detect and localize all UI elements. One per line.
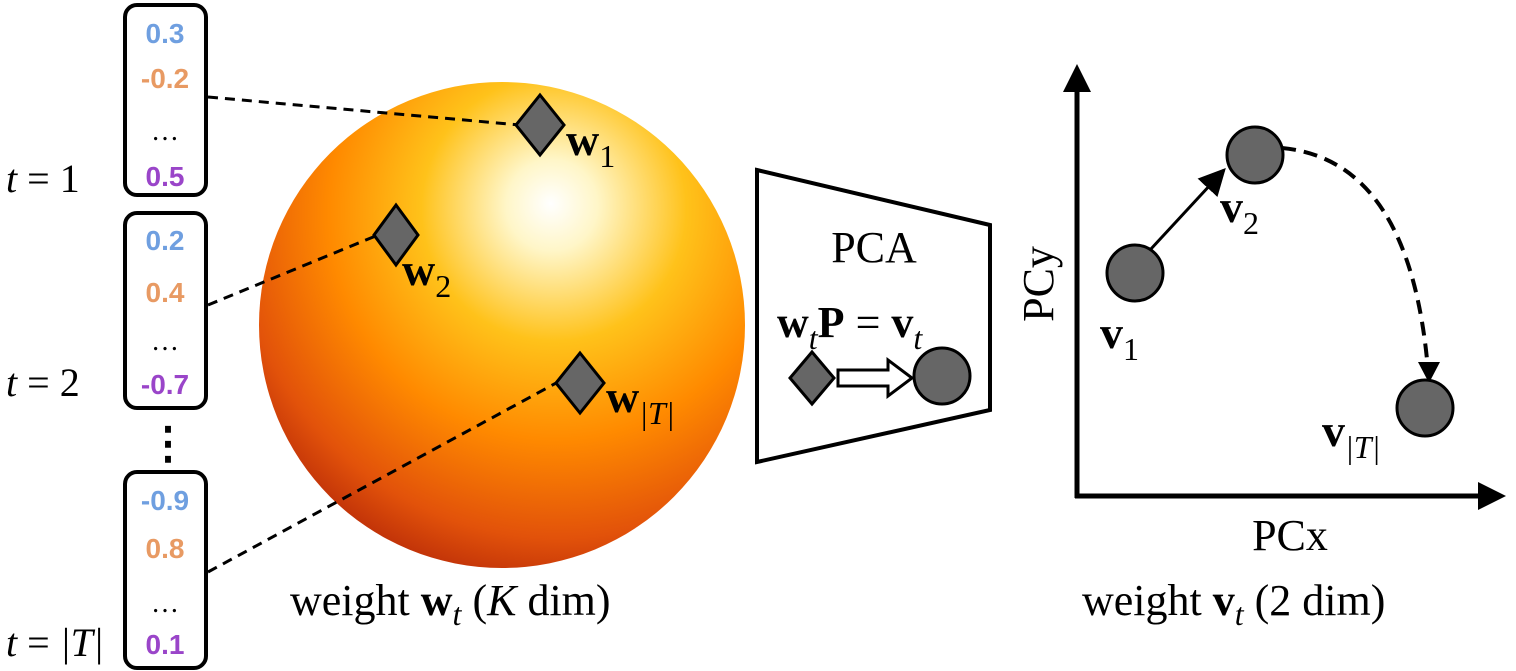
vector-2-value-1: 0.2 xyxy=(146,225,185,256)
pca-circle-icon xyxy=(912,346,972,406)
connector-1 xyxy=(207,95,521,127)
wT-label: w|T| xyxy=(606,371,675,431)
vector-2-value-2: 0.4 xyxy=(146,277,185,308)
trajectory-dashed-arrow xyxy=(1281,146,1430,371)
vector-1-value-1: 0.3 xyxy=(146,18,185,49)
x-axis-label: PCx xyxy=(1252,511,1328,560)
vector-2-ellipsis: … xyxy=(151,326,179,357)
w1-diamond-icon xyxy=(514,92,566,158)
pca-title: PCA xyxy=(831,223,917,272)
wT-diamond-icon xyxy=(554,350,606,416)
trajectory-dashed-arrowhead-icon xyxy=(1418,362,1440,383)
vector-2-value-last: -0.7 xyxy=(141,369,189,400)
vector-box-last xyxy=(123,470,208,670)
v2-label: v2 xyxy=(1220,181,1259,241)
connector-last xyxy=(207,380,559,574)
timestep-2-label: t = 2 xyxy=(6,360,80,405)
sphere-caption: weight wt (K dim) xyxy=(290,576,611,632)
weight-sphere xyxy=(259,82,745,568)
w1-label: w1 xyxy=(566,114,615,174)
vector-last-ellipsis: … xyxy=(151,588,179,619)
vT-label: v|T| xyxy=(1322,405,1380,465)
v1-label: v1 xyxy=(1100,307,1139,367)
w2-diamond-icon xyxy=(372,202,420,268)
vector-last-value-2: 0.8 xyxy=(146,533,185,564)
vertical-ellipsis: ⋮ xyxy=(146,419,190,468)
y-axis-arrowhead-icon xyxy=(1063,64,1091,92)
trajectory-arrow-1-2 xyxy=(1148,168,1226,252)
pca-hollow-arrow-icon xyxy=(836,357,915,399)
vector-1-ellipsis: … xyxy=(151,116,179,147)
timestep-1-label: t = 1 xyxy=(6,156,80,201)
plot-caption: weight vt (2 dim) xyxy=(1082,576,1385,632)
vector-1-value-2: -0.2 xyxy=(141,63,189,94)
vector-last-value-1: -0.9 xyxy=(141,485,189,516)
pca-diamond-icon xyxy=(788,349,836,407)
timestep-last-group: t = |T| -0.9 0.8 … 0.1 xyxy=(6,470,208,670)
timestep-2-group: t = 2 0.2 0.4 … -0.7 xyxy=(6,211,208,410)
v1-point xyxy=(1105,243,1165,303)
y-axis-label: PCy xyxy=(1014,246,1063,322)
x-axis-arrowhead-icon xyxy=(1478,482,1506,510)
v2-point xyxy=(1225,125,1285,185)
vT-point xyxy=(1395,378,1455,438)
w2-label: w2 xyxy=(402,244,451,304)
timestep-last-label: t = |T| xyxy=(6,620,104,665)
timestep-1-group: t = 1 0.3 -0.2 … 0.5 xyxy=(6,3,208,201)
connector-2 xyxy=(207,233,379,307)
vector-last-value-last: 0.1 xyxy=(146,629,185,660)
vector-box-2 xyxy=(123,211,208,410)
vector-1-value-last: 0.5 xyxy=(146,161,185,192)
pca-equation: wtP = vt xyxy=(777,298,923,356)
vector-box-1 xyxy=(123,3,208,197)
